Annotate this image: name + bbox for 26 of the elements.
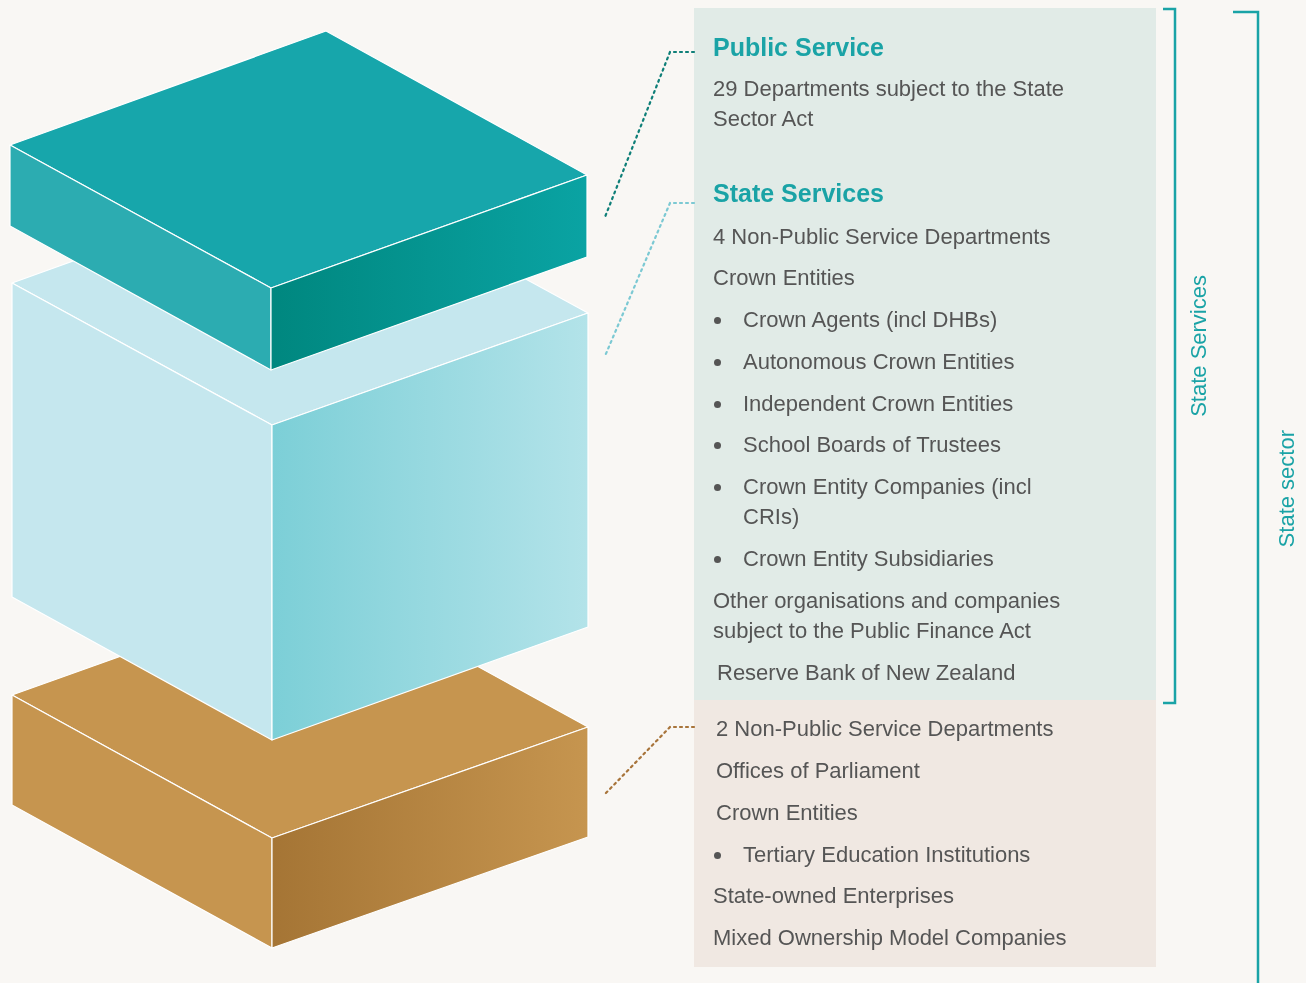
leader-line xyxy=(603,50,696,219)
section-heading: Public Service xyxy=(713,32,884,62)
leader-line xyxy=(603,201,696,358)
text-line: Crown Entities xyxy=(713,264,855,292)
bracket-label: State Services xyxy=(1186,275,1212,417)
state-sector-panel xyxy=(694,700,1156,967)
list-item: Crown Entity Subsidiaries xyxy=(743,545,994,573)
text-line: 4 Non-Public Service Departments xyxy=(713,223,1051,251)
list-item: Tertiary Education Institutions xyxy=(743,841,1031,869)
list-item: School Boards of Trustees xyxy=(743,431,1002,459)
list-item: Crown Agents (incl DHBs) xyxy=(743,306,998,334)
list-item: Independent Crown Entities xyxy=(743,390,1014,418)
section-heading: State Services xyxy=(713,178,884,208)
text-line: Crown Entities xyxy=(716,799,858,827)
list-item: Crown Entity Companies (incl CRIs) xyxy=(743,473,1033,531)
list-item: Autonomous Crown Entities xyxy=(743,348,1015,376)
text-line: Reserve Bank of New Zealand xyxy=(717,659,1016,687)
text-line: Mixed Ownership Model Companies xyxy=(713,924,1067,952)
text-line: Offices of Parliament xyxy=(716,757,920,785)
text-line: 2 Non-Public Service Departments xyxy=(716,715,1054,743)
state-services-panel xyxy=(694,8,1156,700)
text-line: 29 Departments subject to the State Sector Act xyxy=(713,75,1065,133)
text-line: Other organisations and companies subject to the Public Finance Act xyxy=(713,587,1062,645)
text-line: State-owned Enterprises xyxy=(713,882,954,910)
bracket-label: State sector xyxy=(1274,430,1300,548)
leader-line xyxy=(603,725,696,796)
